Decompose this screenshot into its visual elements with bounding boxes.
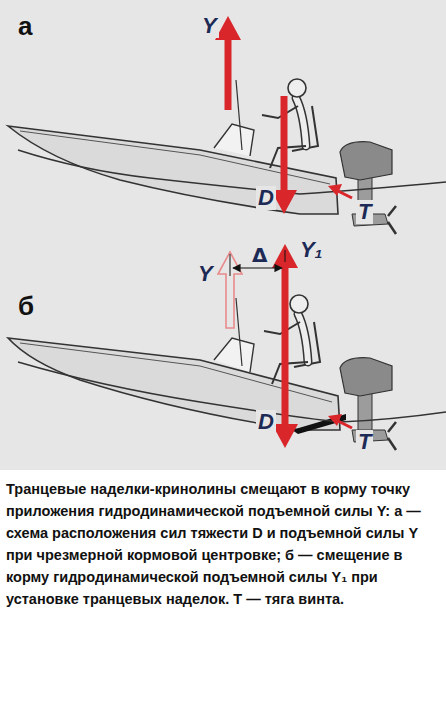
dimension-label: Δ xyxy=(250,244,269,266)
force-label: T xyxy=(356,200,373,224)
force-arrows-b xyxy=(218,244,352,448)
force-label: Y xyxy=(200,14,219,38)
background xyxy=(0,0,446,470)
boat-b xyxy=(8,295,446,450)
force-label: D xyxy=(256,186,276,210)
figure-caption: Транцевые наделки-кринолины смещают в ко… xyxy=(6,478,440,610)
force-label: T xyxy=(356,430,373,454)
force-label: Y₁ xyxy=(298,238,324,262)
force-arrows-a xyxy=(215,16,352,214)
force-label: D xyxy=(256,410,276,434)
panel-letter: а xyxy=(16,12,34,40)
force-label: Y xyxy=(196,262,215,286)
panel-letter: б xyxy=(16,292,36,320)
